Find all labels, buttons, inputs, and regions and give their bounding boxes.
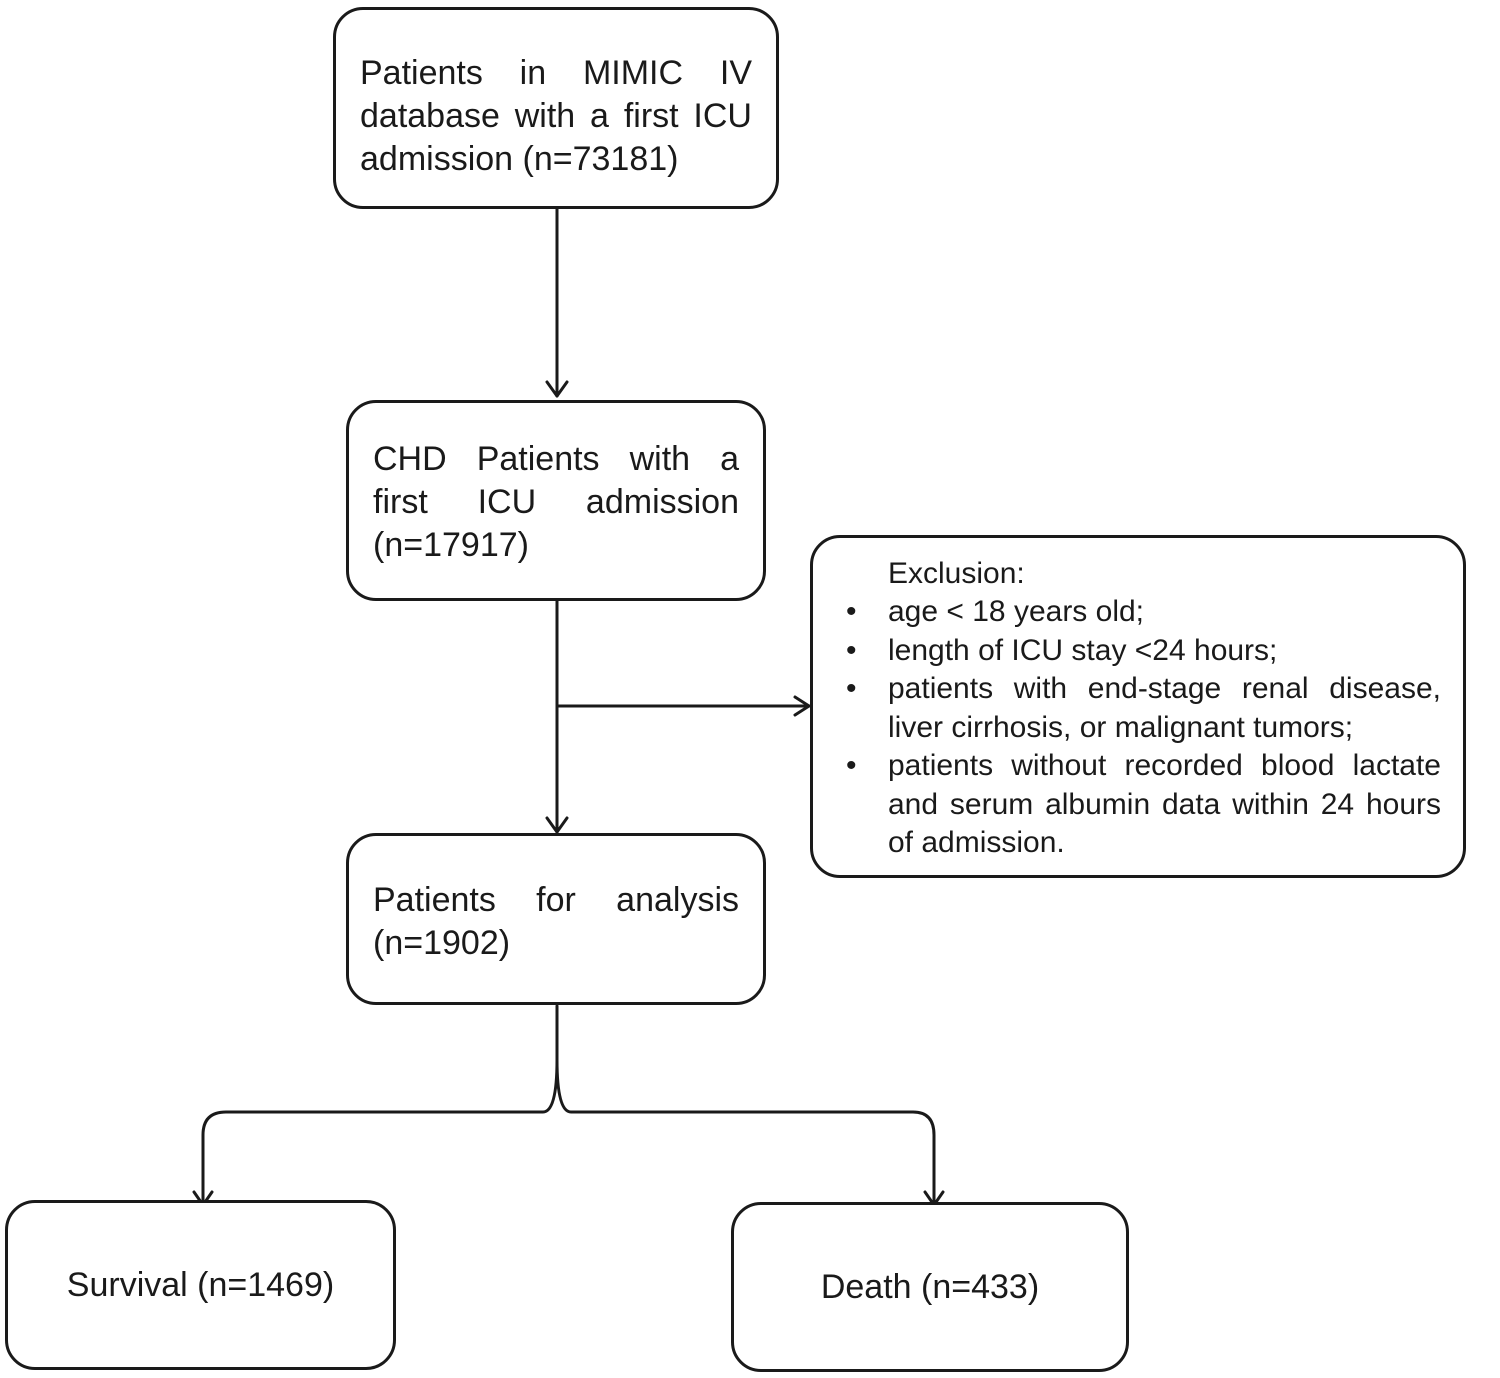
- analysis-patients-box: Patients for analysis (n=1902): [346, 833, 766, 1005]
- death-box: Death (n=433): [731, 1202, 1129, 1372]
- bullet-icon: •: [846, 672, 857, 705]
- exclusion-box: Exclusion: •age < 18 years old; •length …: [810, 535, 1466, 878]
- bullet-icon: •: [846, 633, 857, 667]
- analysis-patients-text: Patients for analysis (n=1902): [373, 881, 739, 962]
- exclusion-item: •age < 18 years old;: [846, 593, 1441, 632]
- exclusion-item: •patients with end-stage renal disease, …: [846, 672, 1441, 744]
- bullet-icon: •: [846, 595, 857, 628]
- exclusion-item: •length of ICU stay <24 hours;: [846, 632, 1441, 671]
- mimic-patients-text: Patients in MIMIC IV database with a fir…: [360, 54, 752, 178]
- exclusion-title: Exclusion:: [888, 557, 1025, 590]
- bullet-icon: •: [846, 749, 857, 782]
- survival-box: Survival (n=1469): [5, 1200, 396, 1370]
- split-connector: [201, 1004, 936, 1207]
- arrowhead-exclusion: [793, 695, 811, 717]
- chd-patients-box: CHD Patients with a first ICU admission …: [346, 400, 766, 601]
- chd-patients-text: CHD Patients with a first ICU admission …: [373, 440, 739, 564]
- survival-text: Survival (n=1469): [66, 1265, 335, 1304]
- exclusion-item: •patients without recorded blood lactate…: [846, 749, 1441, 859]
- arrowhead-analysis: [545, 816, 569, 834]
- death-text: Death (n=433): [820, 1267, 1040, 1306]
- arrowhead-chd: [545, 380, 569, 398]
- exclusion-list: •age < 18 years old; •length of ICU stay…: [846, 593, 1441, 863]
- mimic-patients-box: Patients in MIMIC IV database with a fir…: [333, 7, 779, 209]
